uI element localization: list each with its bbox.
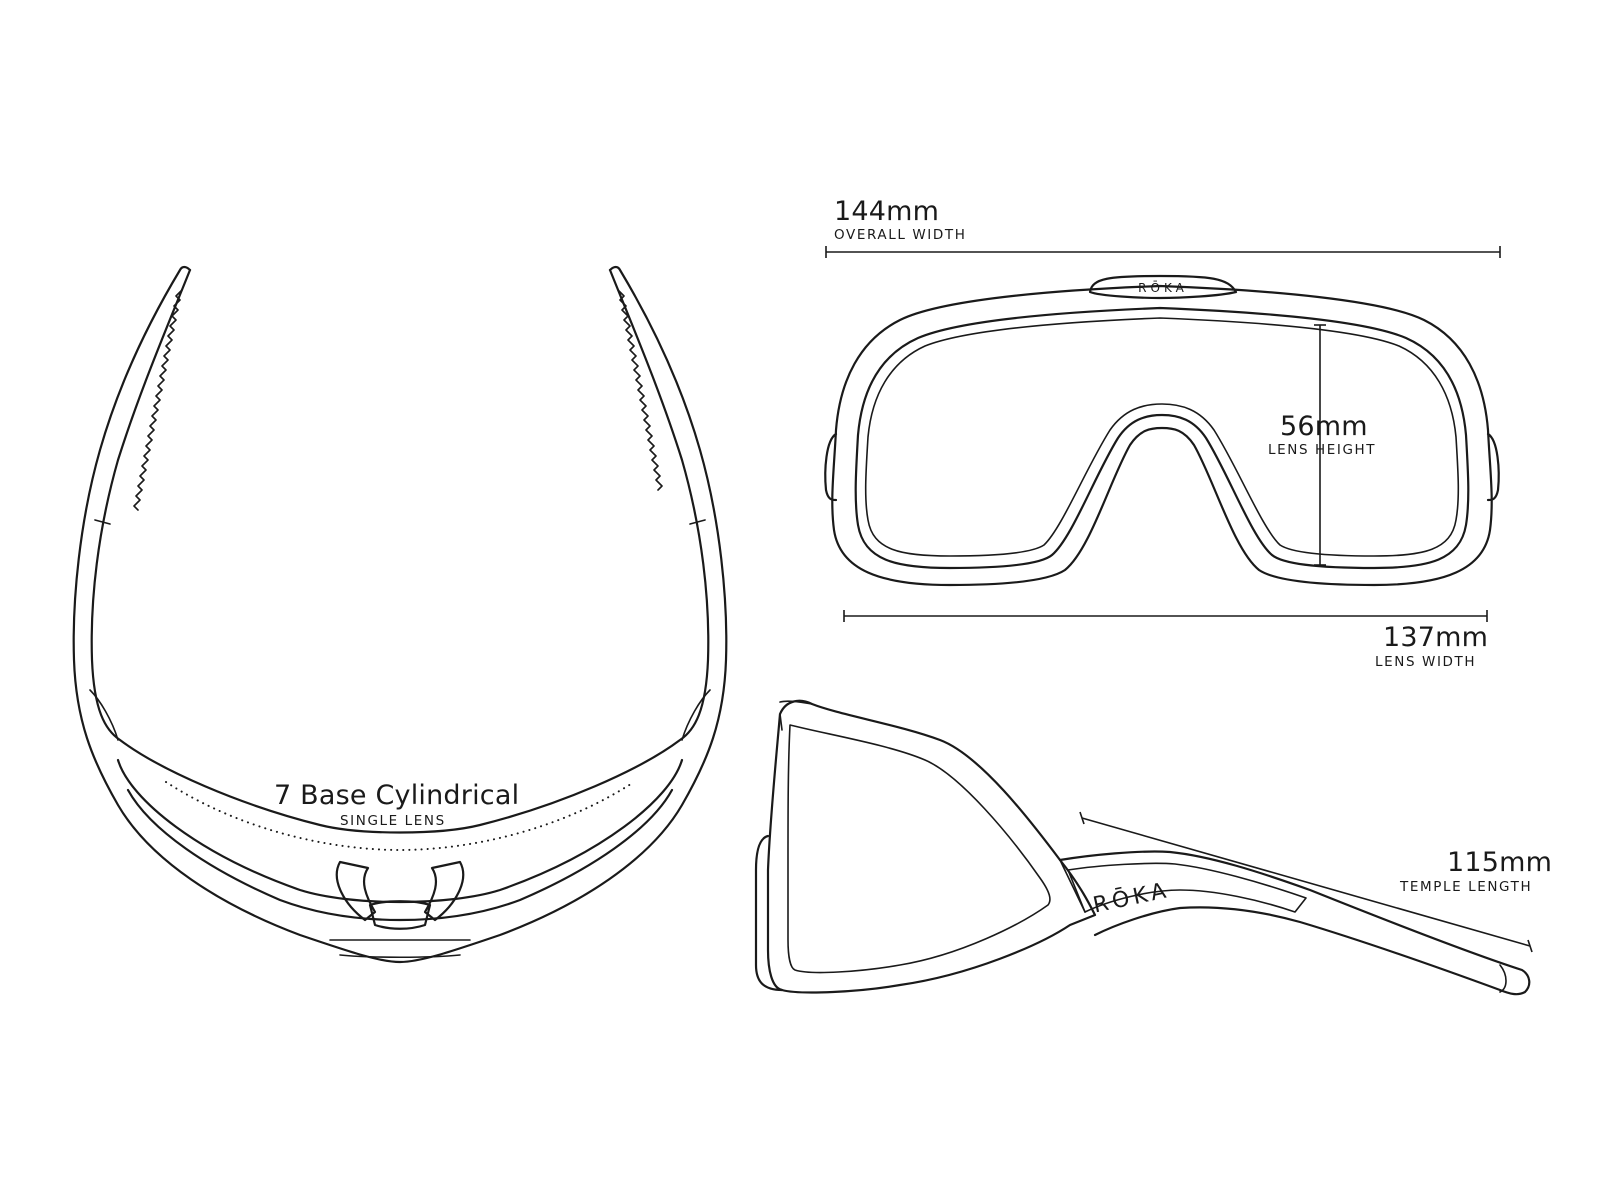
temple-length-value: 115mm bbox=[1447, 847, 1553, 878]
front-view-left-clip bbox=[824, 432, 838, 502]
left-hinge bbox=[89, 519, 119, 741]
right-temple-grip bbox=[617, 289, 663, 491]
lens-width-value: 137mm bbox=[1383, 622, 1489, 653]
nose-pads bbox=[335, 860, 465, 930]
side-view-lens-inner bbox=[787, 724, 1051, 974]
side-view-temple bbox=[1058, 850, 1531, 996]
lens-curve-title: 7 Base Cylindrical bbox=[274, 780, 520, 811]
side-view-lens-front bbox=[766, 699, 1097, 994]
left-temple-grip bbox=[133, 289, 183, 511]
overall-width-label: OVERALL WIDTH bbox=[834, 227, 967, 243]
front-view-right-clip bbox=[1486, 432, 1500, 502]
front-view-logo-bridge bbox=[1088, 274, 1238, 300]
front-view-outer-frame bbox=[831, 284, 1493, 587]
lens-curve-subtitle: SINGLE LENS bbox=[340, 813, 446, 829]
lens-height-value: 56mm bbox=[1280, 411, 1368, 442]
front-view-lens-inner bbox=[864, 317, 1460, 557]
front-logo: RŌKA bbox=[1138, 281, 1188, 295]
right-hinge bbox=[681, 519, 711, 741]
temple-length-line bbox=[1081, 817, 1531, 947]
overall-width-value: 144mm bbox=[834, 196, 940, 227]
side-view-lens-edge bbox=[754, 834, 784, 992]
front-view: RŌKA bbox=[824, 246, 1501, 622]
side-view: RŌKA bbox=[754, 699, 1533, 996]
top-view-lens-edge bbox=[329, 939, 471, 959]
lens-width-label: LENS WIDTH bbox=[1375, 654, 1477, 670]
top-view bbox=[72, 265, 728, 964]
top-view-inner-frame bbox=[90, 268, 710, 834]
front-view-lens bbox=[854, 306, 1470, 570]
side-view-temple-inlay bbox=[1067, 862, 1307, 913]
temple-length-label: TEMPLE LENGTH bbox=[1400, 879, 1533, 895]
lens-height-label: LENS HEIGHT bbox=[1268, 442, 1377, 458]
top-view-outer-frame bbox=[72, 265, 728, 964]
